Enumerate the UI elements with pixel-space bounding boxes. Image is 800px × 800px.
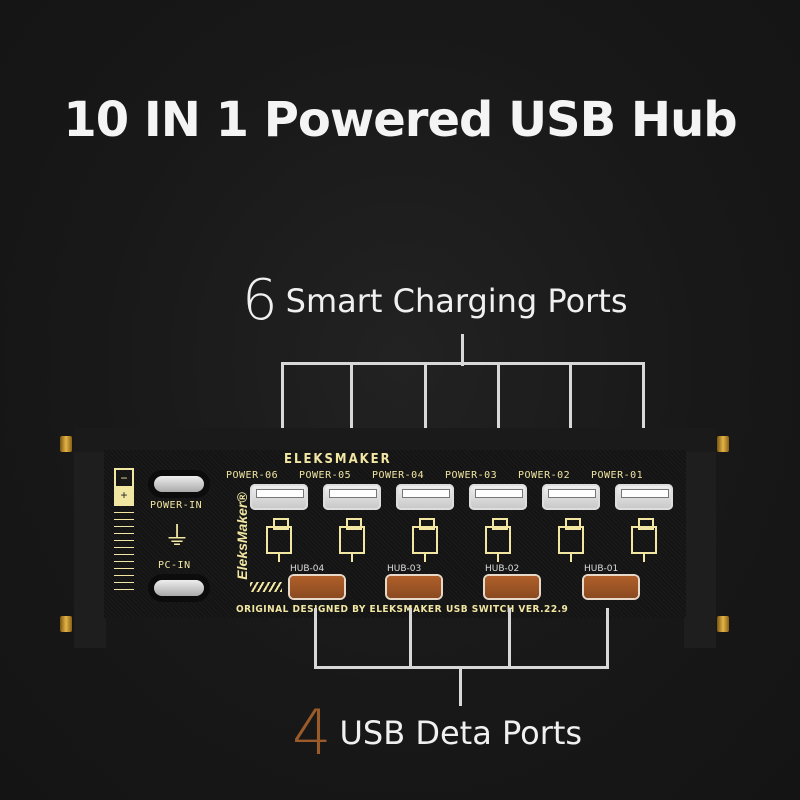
usb-c-port-pc-in[interactable] bbox=[154, 580, 204, 596]
hub-frame-left bbox=[74, 428, 106, 648]
hatch-decoration bbox=[250, 582, 282, 592]
hub-port-label: HUB-03 bbox=[387, 564, 422, 574]
connector-line bbox=[606, 608, 609, 668]
hub-port-label: HUB-02 bbox=[485, 564, 520, 574]
pc-in-label: PC-IN bbox=[158, 560, 191, 571]
cable-icon bbox=[558, 518, 584, 562]
polarity-indicator: − + bbox=[114, 468, 134, 506]
hub-port-label: HUB-04 bbox=[290, 564, 325, 574]
power-port-label: POWER-02 bbox=[518, 470, 571, 481]
cable-icon bbox=[412, 518, 438, 562]
usb-a-port-power-06[interactable] bbox=[250, 484, 308, 510]
connector-line bbox=[642, 362, 645, 454]
connector-line bbox=[497, 362, 500, 454]
hub-port-label: HUB-01 bbox=[584, 564, 619, 574]
usb-a-port-power-01[interactable] bbox=[615, 484, 673, 510]
usb-a-port-hub-03[interactable] bbox=[387, 576, 441, 598]
usb-a-port-power-02[interactable] bbox=[542, 484, 600, 510]
connector-line bbox=[424, 362, 427, 454]
footer-right-text: USB SWITCH VER.22.9 bbox=[446, 604, 569, 615]
cable-icon bbox=[339, 518, 365, 562]
usb-a-port-hub-01[interactable] bbox=[584, 576, 638, 598]
hub-board: − + POWER-IN ⏚ PC-IN EleksMaker® ELEKSMA… bbox=[104, 450, 686, 618]
screw-icon bbox=[60, 616, 72, 632]
usb-a-port-hub-02[interactable] bbox=[485, 576, 539, 598]
hub-frame-top bbox=[74, 428, 716, 452]
usb-c-port-power-in[interactable] bbox=[154, 476, 204, 492]
power-port-label: POWER-05 bbox=[299, 470, 352, 481]
connector-line bbox=[569, 362, 572, 454]
connector-line bbox=[409, 608, 412, 668]
connector-line bbox=[461, 334, 464, 366]
cable-icon bbox=[631, 518, 657, 562]
charging-label: Smart Charging Ports bbox=[285, 281, 628, 320]
connector-line bbox=[281, 362, 284, 454]
plug-icon: ⏚ bbox=[164, 521, 191, 551]
screw-icon bbox=[717, 616, 729, 632]
cable-icon bbox=[266, 518, 292, 562]
connector-line bbox=[281, 362, 645, 365]
connector-line bbox=[459, 666, 462, 706]
charging-count: 6 bbox=[242, 268, 278, 333]
brand-top: ELEKSMAKER bbox=[284, 452, 392, 467]
connector-line bbox=[314, 608, 317, 668]
usb-a-port-power-05[interactable] bbox=[323, 484, 381, 510]
usb-a-port-power-03[interactable] bbox=[469, 484, 527, 510]
power-in-label: POWER-IN bbox=[150, 500, 203, 511]
usb-a-port-hub-04[interactable] bbox=[290, 576, 344, 598]
screw-icon bbox=[60, 436, 72, 452]
footer-left-text: ORIGINAL DESIGNED BY ELEKSMAKER bbox=[236, 604, 443, 615]
power-port-label: POWER-04 bbox=[372, 470, 425, 481]
power-port-label: POWER-03 bbox=[445, 470, 498, 481]
brand-side: EleksMaker® bbox=[234, 492, 250, 580]
data-ports-label: USB Deta Ports bbox=[339, 713, 583, 752]
cable-icon bbox=[485, 518, 511, 562]
power-port-label: POWER-06 bbox=[226, 470, 279, 481]
data-ports-count: 4 bbox=[292, 696, 332, 769]
power-port-label: POWER-01 bbox=[591, 470, 644, 481]
page-title: 10 IN 1 Powered USB Hub bbox=[63, 92, 737, 148]
usb-a-port-power-04[interactable] bbox=[396, 484, 454, 510]
vent-lines bbox=[114, 512, 134, 592]
screw-icon bbox=[717, 436, 729, 452]
hub-frame-right bbox=[684, 428, 716, 648]
connector-line bbox=[350, 362, 353, 454]
connector-line bbox=[508, 608, 511, 668]
